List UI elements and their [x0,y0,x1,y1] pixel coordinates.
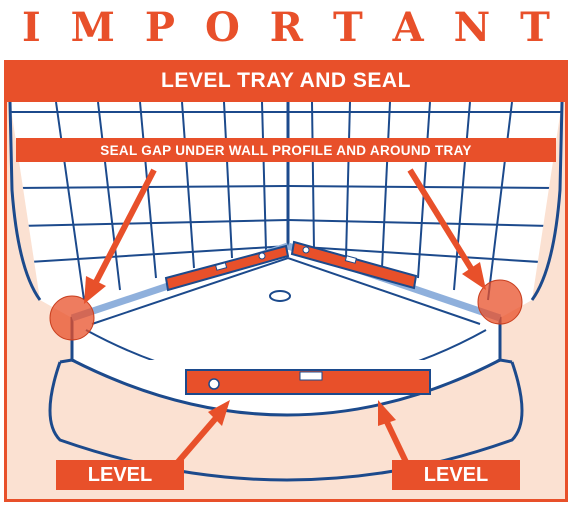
level-label-left: LEVEL [56,460,184,490]
banner-heading: LEVEL TRAY AND SEAL [4,60,568,102]
seal-circle-left [50,296,94,340]
spirit-level-front [186,370,430,394]
tray-waste [270,291,290,301]
seal-instruction-label: SEAL GAP UNDER WALL PROFILE AND AROUND T… [16,138,556,162]
level-label-right: LEVEL [392,460,520,490]
